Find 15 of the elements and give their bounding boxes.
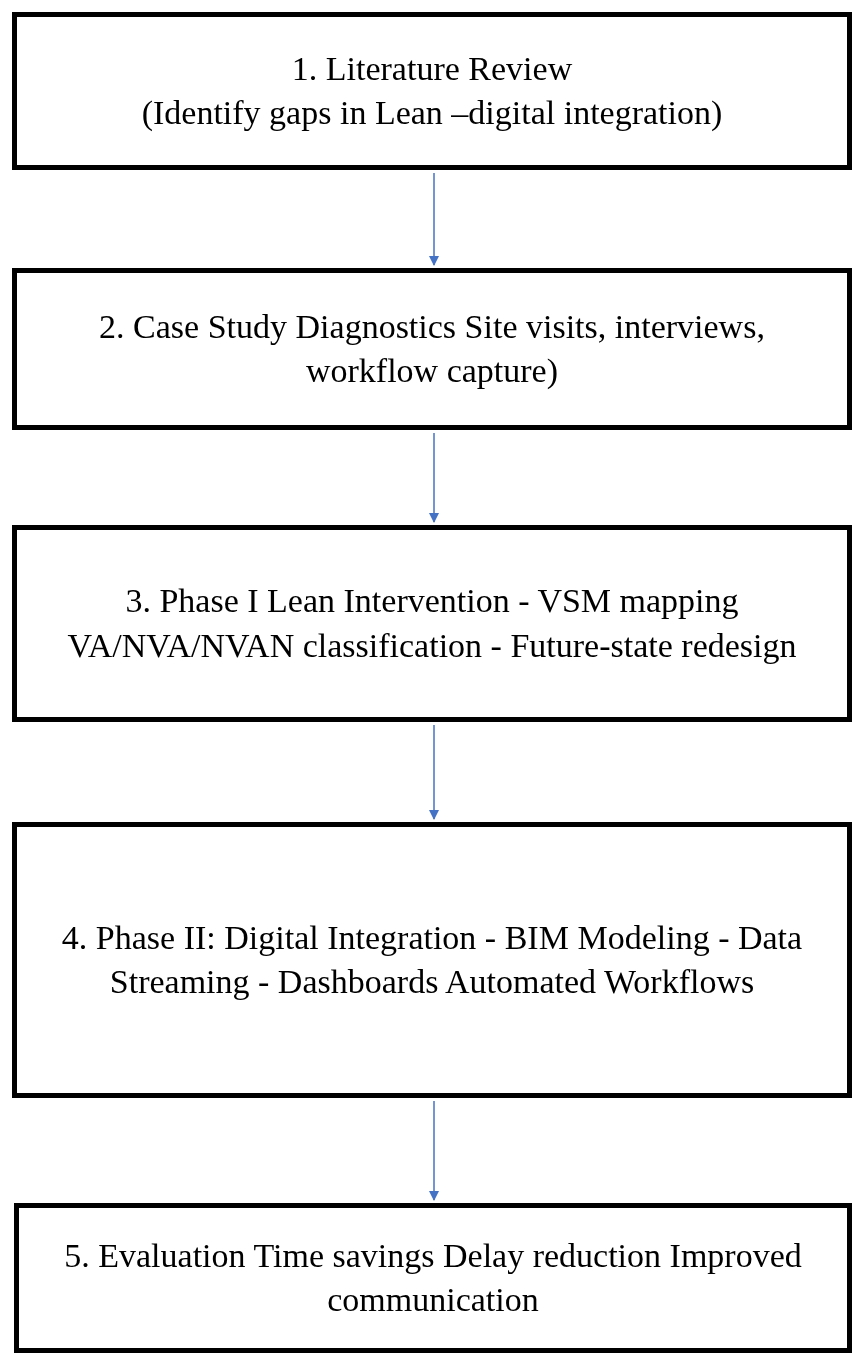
- step-text: 1. Literature Review: [291, 48, 573, 89]
- arrow: [429, 724, 439, 820]
- step-text: 2. Case Study Diagnostics Site visits, interviews, workflow capture): [98, 306, 766, 391]
- process-box: [12, 12, 852, 170]
- arrow: [429, 1100, 439, 1201]
- process-box: [12, 268, 852, 430]
- step-text: (Identify gaps in Lean –digital integration): [141, 93, 723, 133]
- arrow: [429, 432, 439, 523]
- step-text: 4. Phase II: Digital Integration - BIM Modeling - Data Streaming - Dashboards Automated Workflows: [60, 917, 804, 1002]
- process-box: [14, 1203, 852, 1353]
- arrow: [429, 172, 439, 266]
- process-box: [12, 822, 852, 1098]
- step-text: 5. Evaluation Time savings Delay reduction Improved communication: [63, 1235, 803, 1320]
- process-box: [12, 525, 852, 722]
- step-text: 3. Phase I Lean Intervention - VSM mapping VA/NVA/NVAN classification - Future-state redesign: [66, 581, 798, 666]
